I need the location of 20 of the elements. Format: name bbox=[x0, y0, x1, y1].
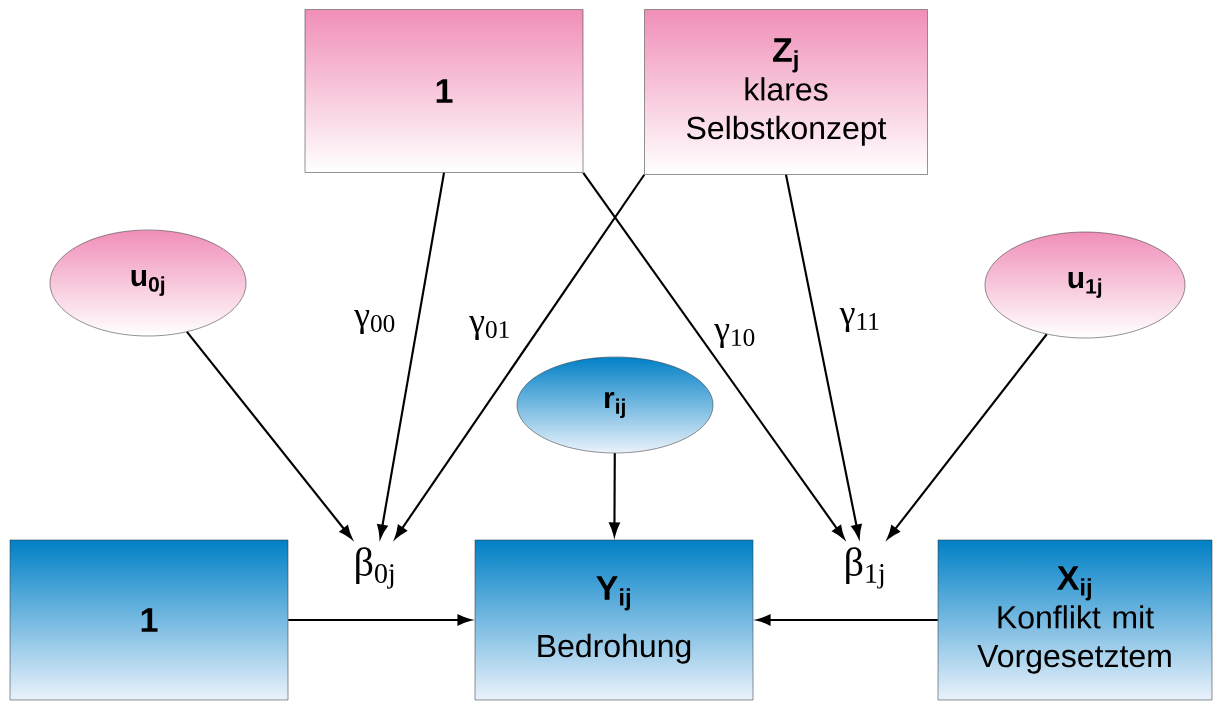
arrow bbox=[186, 331, 353, 540]
arrow bbox=[377, 172, 446, 539]
box: 1 bbox=[9, 539, 289, 701]
symbol-label: β$_{0j}$ bbox=[356, 547, 394, 589]
edge-label: γ$_{01}$ bbox=[467, 314, 513, 342]
arrow bbox=[582, 172, 845, 539]
arrow bbox=[288, 614, 472, 626]
box: 1 bbox=[304, 9, 584, 173]
edge-label: γ$_{11}$ bbox=[838, 306, 882, 334]
arrow bbox=[784, 174, 862, 539]
arrow bbox=[887, 333, 1048, 540]
edge-label: γ$_{00}$ bbox=[352, 308, 398, 336]
box: Z$_{j}$ klares Selbstkonzept bbox=[644, 9, 928, 175]
box: X$_{ij}$ Konflikt mit Vorgesetztem bbox=[937, 539, 1213, 701]
arrow bbox=[609, 453, 620, 537]
edge-label: γ$_{10}$ bbox=[712, 322, 758, 350]
symbol-label: β$_{1j}$ bbox=[846, 547, 884, 589]
arrow bbox=[756, 614, 938, 626]
box: Y$_{ij}$ Bedrohung bbox=[474, 539, 754, 701]
arrow bbox=[394, 174, 646, 539]
